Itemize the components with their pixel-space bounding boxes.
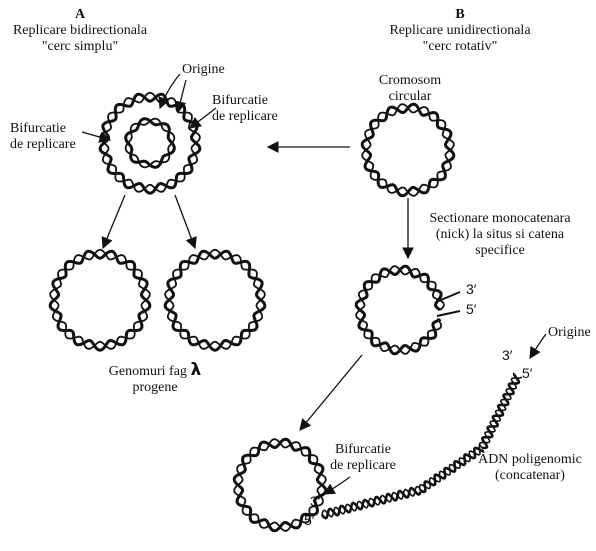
- theta-replication-bubble-strand-2: [124, 117, 176, 169]
- panel-a-subtitle: "cerc simplu": [41, 39, 119, 54]
- nicked-circle-strand-2: [355, 265, 445, 355]
- concatemer-segment-2: [418, 444, 485, 494]
- panel-b-letter: B: [455, 7, 465, 22]
- nick-end-5-strand: [436, 310, 461, 317]
- chromosome-label-l1: Cromosom: [378, 73, 442, 88]
- fork-end-5prime: 5′: [304, 512, 315, 528]
- concatemer-label-l1: ADN poligenomic: [478, 452, 582, 467]
- origin-label-a: Origine: [182, 62, 225, 77]
- concatemer-segment-1: [320, 485, 422, 520]
- arrow-theta-to-progeny-right: [174, 194, 197, 250]
- rolling-circle-strand-2: [233, 438, 327, 532]
- concatemer-segment-3: [478, 372, 523, 450]
- fork-b-label-l2: de replicare: [330, 458, 396, 473]
- concatemer-label-l2: (concatenar): [495, 468, 565, 483]
- nicked-circle: [354, 264, 445, 356]
- progeny-genome-left: [48, 248, 152, 352]
- arrow-fork-right: [189, 107, 217, 129]
- progeny-genome-right-strand-2: [164, 248, 266, 350]
- panel-a-title: Replicare bidirectionala: [12, 23, 148, 38]
- progeny-genome-left-strand-2: [49, 248, 151, 350]
- panel-a-letter: A: [74, 7, 86, 22]
- concatemer-segment-1-strand-2: [321, 485, 421, 518]
- fork-left-label-l1: Bifurcatie: [10, 121, 66, 136]
- nicked-circle-strand-1: [354, 264, 443, 356]
- nick-end-3prime: 3′: [466, 281, 477, 297]
- lambda-symbol: λ: [190, 360, 202, 380]
- circular-chromosome: [360, 102, 456, 198]
- nick-label-l3: specifice: [475, 243, 525, 258]
- concatemer-segment-1-strand-1: [320, 486, 422, 520]
- concatemer-segment-2-strand-1: [419, 446, 485, 494]
- theta-circle-outer-strand-2: [99, 91, 201, 193]
- fork-left-label-l2: de replicare: [10, 137, 76, 152]
- arrow-nicked-to-rolling: [299, 354, 363, 431]
- nick-end-5prime: 5′: [466, 301, 477, 317]
- arrow-fork-b: [322, 476, 351, 495]
- progeny-label-l1: Genomuri fag λ: [95, 362, 215, 380]
- panel-b-subtitle: "cerc rotativ": [422, 39, 498, 54]
- arrow-origin-a-2: [174, 79, 187, 114]
- rolling-circle: [232, 437, 328, 533]
- arrow-origin-b: [529, 333, 547, 359]
- chromosome-label-l2: circular: [388, 89, 432, 104]
- progeny-text: Genomuri fag: [108, 364, 187, 379]
- concatemer-segment-3-strand-2: [478, 376, 523, 449]
- nick-label-l2: (nick) la situs si catena: [435, 227, 565, 242]
- arrow-fork-left: [81, 131, 112, 143]
- circular-chromosome-strand-1: [360, 102, 456, 198]
- arrow-theta-to-progeny-left: [101, 194, 126, 250]
- fork-right-label-l1: Bifurcatie: [212, 93, 268, 108]
- theta-circle-outer: [98, 91, 202, 195]
- concatemer-segment-3-strand-1: [480, 372, 521, 450]
- origin-end-3prime: 3′: [502, 347, 513, 363]
- fork-end-3prime: 3′: [310, 493, 321, 509]
- progeny-label-l2: progene: [132, 380, 178, 395]
- origin-end-5prime: 5′: [522, 365, 533, 381]
- nick-end-3-strand: [435, 291, 461, 303]
- nick-label-l1: Sectionare monocatenara: [429, 211, 571, 226]
- panel-b-title: Replicare unidirectionala: [389, 23, 531, 38]
- concatemer-segment-2-strand-2: [418, 444, 481, 491]
- theta-replication-bubble: [124, 117, 176, 169]
- progeny-genome-right: [163, 248, 267, 352]
- theta-replication-bubble-strand-1: [124, 117, 176, 169]
- fork-b-label-l1: Bifurcatie: [335, 442, 391, 457]
- arrow-origin-a-1: [158, 73, 181, 110]
- fork-right-label-l2: de replicare: [212, 109, 278, 124]
- circular-chromosome-strand-2: [361, 103, 455, 197]
- origin-label-b: Origine: [548, 325, 591, 340]
